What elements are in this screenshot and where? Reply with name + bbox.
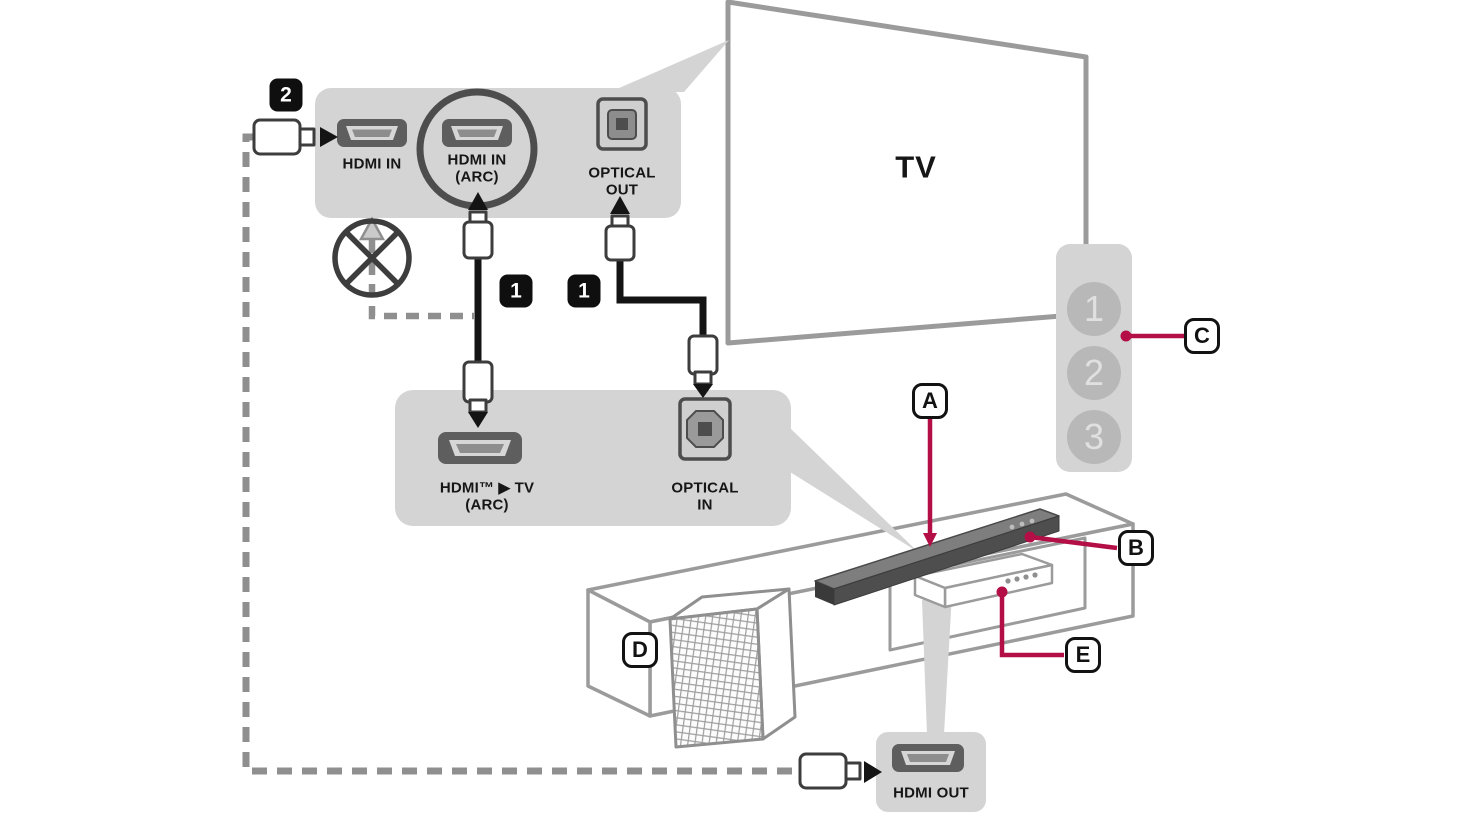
- callout-badge-e: E: [1065, 637, 1101, 673]
- step-badge-2: 2: [269, 78, 303, 112]
- arrow-down-arc-icon: [468, 412, 488, 428]
- soundbar: [814, 508, 1060, 606]
- step-badge-1-hdmi: 1: [499, 274, 533, 308]
- set-top-box: [913, 552, 1054, 609]
- dashed-cable-arrowhead-icon: [358, 216, 386, 241]
- optical-in-label-line2: IN: [697, 496, 713, 514]
- optical-cable: [616, 258, 707, 340]
- arrow-up-optical-icon: [610, 196, 630, 214]
- cable-plugs: [252, 118, 862, 790]
- hdmi-plug-left: [252, 118, 302, 156]
- direction-arrow-icons: [320, 127, 882, 783]
- hdmi-out-label: HDMI OUT: [893, 784, 969, 802]
- tv-panel-callout-wedge: [610, 40, 729, 92]
- no-connection-icon: [332, 218, 412, 298]
- optical-out-label-line1: OPTICAL: [588, 164, 656, 182]
- hdmi-out-callout-wedge: [922, 594, 952, 734]
- hdmi-in-arc-label-line2: (ARC): [455, 168, 499, 186]
- callout-dot-b: [1024, 531, 1036, 543]
- optical-out-port-icon: [596, 97, 648, 151]
- hdmi-in-label: HDMI IN: [342, 155, 402, 173]
- callout-line-b: [1029, 534, 1118, 551]
- set-top-box-buttons: [1005, 572, 1038, 584]
- hdmi-in-port-icon: [337, 119, 407, 147]
- callout-dot-c: [1120, 330, 1132, 342]
- arc-plug-bottom: [462, 360, 494, 404]
- cabinet-left-face: [586, 588, 652, 718]
- optical-out-label-line2: OUT: [605, 181, 639, 199]
- optical-in-label-line1: OPTICAL: [671, 479, 739, 497]
- callout-markers: [923, 330, 1132, 598]
- soundbar-hdmi-label-line1: HDMI™ ▶ TV: [439, 479, 535, 497]
- tv-input-3: 3: [1067, 410, 1121, 464]
- arrow-up-arc-icon: [468, 192, 488, 210]
- callout-lines: [927, 333, 1184, 658]
- hdmi-cable-2-dashed: [242, 133, 800, 775]
- subwoofer: [668, 587, 797, 749]
- subwoofer-grille-face: [668, 607, 765, 749]
- callout-dot-e: [996, 586, 1008, 598]
- soundbar-hdmi-port-icon: [438, 432, 522, 464]
- hdmi-plug-bottom: [798, 752, 848, 790]
- soundbar-end-cap: [815, 581, 834, 605]
- callout-line-e: [999, 592, 1064, 658]
- wrong-connection-dashed: [368, 240, 474, 320]
- callout-arrow-a: [923, 533, 937, 547]
- hdmi-in-arc-label-line1: HDMI IN: [447, 151, 507, 169]
- tv-input-1: 1: [1067, 282, 1121, 336]
- step-badge-1-optical: 1: [567, 274, 601, 308]
- hdmi-out-port-icon: [892, 744, 964, 772]
- callout-badge-b: B: [1118, 530, 1154, 566]
- hdmi-in-arc-port-icon: [442, 119, 512, 147]
- callout-badge-a: A: [912, 383, 948, 419]
- tv-ports-panel: [315, 88, 681, 218]
- callout-badge-c: C: [1184, 318, 1220, 354]
- callout-badge-d: D: [622, 632, 658, 668]
- arrow-down-optical-icon: [693, 384, 713, 398]
- soundbar-panel-callout-wedge: [790, 428, 918, 552]
- optical-plug-bottom: [687, 334, 719, 376]
- arrow-into-hdmi-in-icon: [320, 127, 338, 147]
- tv-input-2: 2: [1067, 346, 1121, 400]
- soundbar-hdmi-label-line2: (ARC): [465, 496, 509, 514]
- soundbar-buttons: [1009, 518, 1035, 530]
- arrow-into-hdmi-out-icon: [864, 761, 882, 783]
- tv-label: TV: [895, 149, 937, 185]
- optical-in-port-icon: [678, 397, 732, 461]
- set-top-box-left: [913, 574, 947, 609]
